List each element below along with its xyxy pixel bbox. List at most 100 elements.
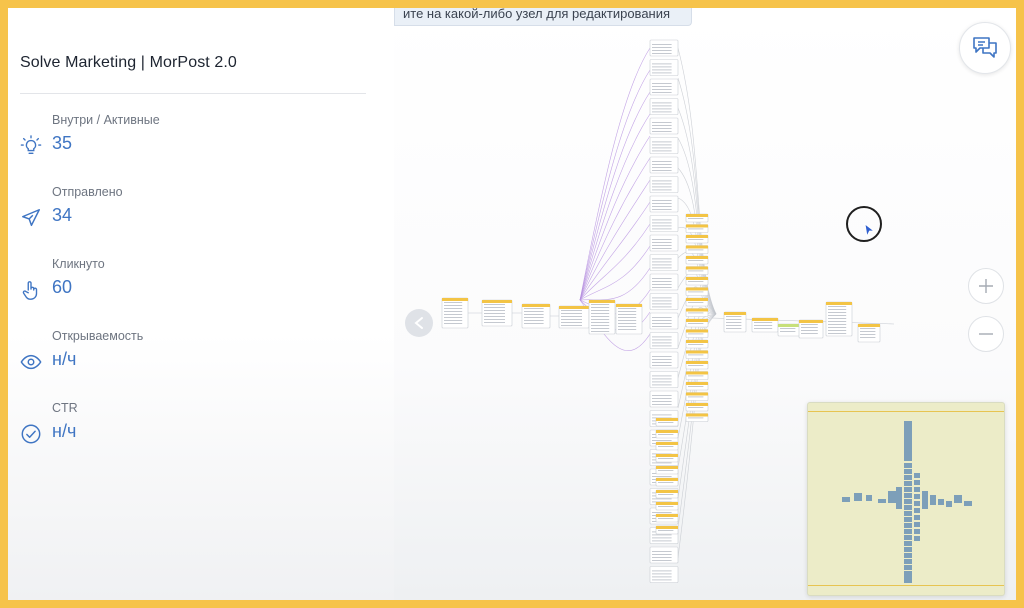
node-text-line: [652, 345, 672, 347]
minimap-node: [904, 487, 912, 492]
node-text-line: [652, 554, 672, 555]
minimap-node: [930, 495, 936, 505]
node-text-line: [652, 125, 672, 126]
node-text-line: [652, 164, 672, 165]
node-text-line: [652, 570, 672, 572]
node-text-line: [828, 309, 847, 310]
zoom-in-button[interactable]: [968, 268, 1004, 304]
workflow-node[interactable]: [588, 299, 616, 335]
collapse-panel-button[interactable]: [405, 309, 433, 337]
node-header: [686, 340, 708, 343]
node-text-line: [652, 141, 672, 143]
node-header: [656, 442, 678, 445]
workflow-canvas[interactable]: ите на какой-либо узел для редактировани…: [394, 8, 1016, 600]
node-text-line: [652, 375, 672, 377]
node-text-line: [484, 310, 505, 311]
node-text-line: [652, 440, 672, 441]
node-text-line: [688, 344, 704, 345]
minus-icon: [979, 333, 993, 335]
node-text-line: [618, 308, 637, 309]
node-text-line: [618, 326, 637, 327]
node-header: [686, 308, 708, 312]
node-header: [686, 382, 708, 385]
minimap-node: [914, 508, 920, 513]
node-text-line: [484, 322, 505, 323]
node-text-line: [688, 260, 704, 261]
node-text-line: [444, 305, 463, 306]
node-header: [752, 318, 778, 321]
chat-button[interactable]: [959, 22, 1011, 74]
node-text-line: [726, 316, 742, 317]
minimap-node: [904, 559, 912, 564]
node-text-line: [688, 323, 704, 324]
minimap-node: [946, 501, 952, 507]
node-text-line: [652, 462, 672, 464]
node-header: [686, 371, 708, 375]
node-text-line: [652, 180, 672, 182]
node-text-line: [652, 404, 672, 405]
node-header: [686, 329, 708, 333]
minimap-node: [854, 493, 862, 501]
node-header: [799, 320, 823, 323]
minimap-node: [914, 529, 920, 534]
node-text-line: [688, 407, 704, 408]
node-text-line: [618, 323, 637, 324]
node-text-line: [652, 183, 672, 185]
node-text-line: [444, 308, 463, 309]
node-header: [686, 319, 708, 322]
workflow-graph[interactable]: [394, 28, 1016, 588]
graph-edge: [579, 69, 651, 301]
node-text-line: [688, 228, 704, 230]
node-text-line: [658, 434, 674, 435]
stat-label: Открываемость: [52, 329, 144, 343]
node-text-line: [591, 319, 610, 320]
minimap-node: [914, 515, 920, 520]
workflow-node[interactable]: [558, 305, 590, 329]
node-text-line: [652, 540, 672, 542]
node-header: [686, 214, 708, 217]
panel-title: Solve Marketing | MorPost 2.0: [20, 54, 237, 71]
node-text-line: [652, 323, 672, 324]
minimap-node: [914, 473, 920, 478]
node-text-line: [591, 325, 610, 326]
workflow-node[interactable]: [825, 301, 853, 337]
node-text-line: [652, 356, 672, 357]
node-text-line: [652, 557, 672, 558]
node-header: [616, 304, 642, 307]
node-text-line: [484, 319, 505, 320]
minimap-node: [904, 463, 912, 468]
node-header: [686, 245, 708, 249]
node-text-line: [652, 161, 672, 162]
workflow-node[interactable]: [521, 303, 551, 329]
node-header: [686, 235, 708, 238]
node-text-line: [591, 328, 610, 329]
node-header: [686, 298, 708, 301]
minimap-node: [904, 505, 912, 510]
minimap[interactable]: [807, 402, 1005, 596]
node-text-line: [658, 518, 674, 519]
node-text-line: [652, 365, 672, 366]
minimap-node: [904, 475, 912, 480]
node-header: [656, 526, 678, 529]
node-text-line: [688, 281, 704, 282]
node-text-line: [591, 316, 610, 317]
minimap-node: [914, 480, 920, 485]
node-text-line: [652, 267, 672, 269]
node-text-line: [652, 150, 672, 152]
node-text-line: [652, 258, 672, 260]
stat-value: 35: [52, 133, 73, 153]
node-text-line: [652, 401, 672, 402]
node-text-line: [652, 105, 672, 107]
zoom-out-button[interactable]: [968, 316, 1004, 352]
node-text-line: [688, 249, 704, 251]
node-text-line: [652, 384, 672, 386]
node-text-line: [652, 248, 672, 249]
minimap-node: [914, 536, 920, 541]
edit-hint: ите на какой-либо узел для редактировани…: [394, 8, 692, 26]
node-text-line: [484, 313, 505, 314]
minimap-node: [904, 535, 912, 540]
node-text-line: [652, 306, 672, 308]
node-text-line: [652, 102, 672, 104]
minimap-node: [904, 511, 912, 516]
node-text-line: [652, 362, 672, 363]
